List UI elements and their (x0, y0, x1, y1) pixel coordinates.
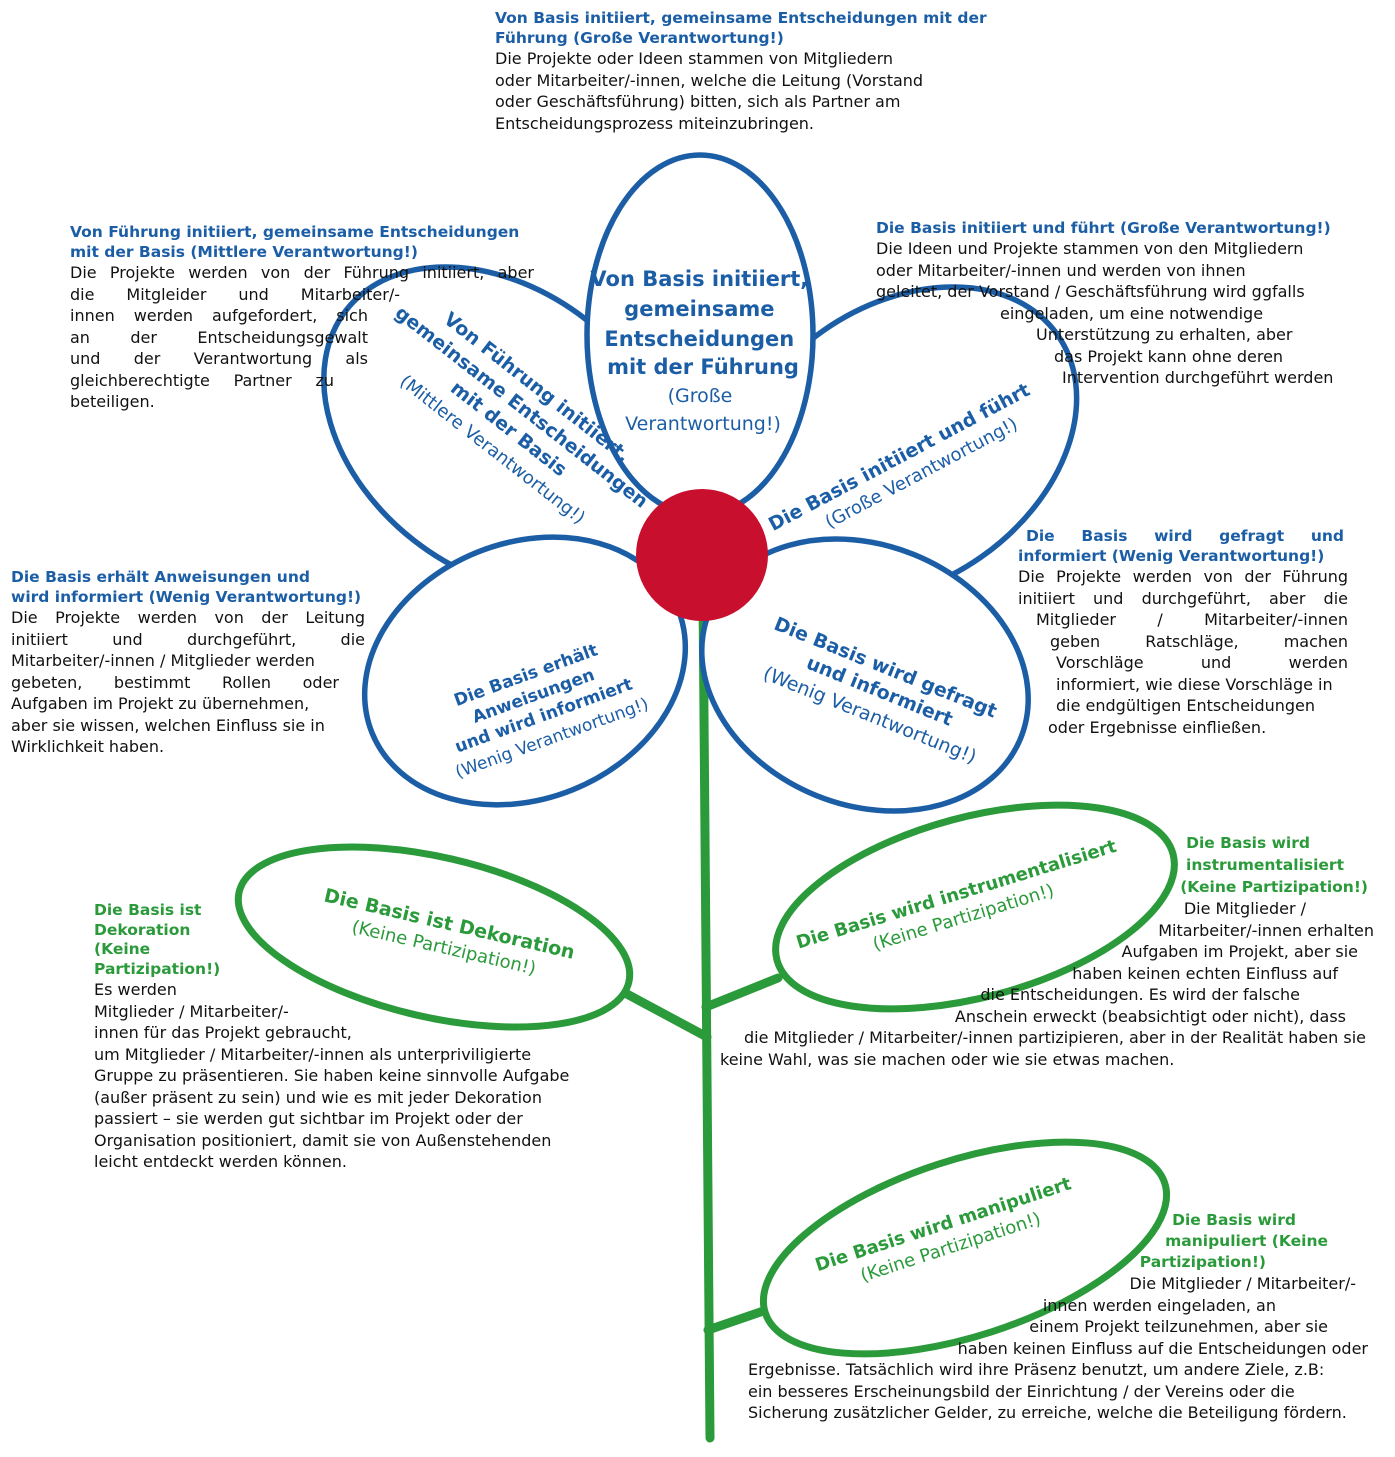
desc-top-heading: Von Basis initiiert, gemeinsame Entschei… (495, 9, 987, 47)
desc-manipuliert-heading: Die Basis wird manipuliert (Keine Partiz… (1139, 1211, 1328, 1271)
desc-dekoration: Die Basis ist Dekoration (Keine Partizip… (94, 901, 624, 1173)
main-stem (698, 590, 715, 1443)
desc-dekoration-body: Es werden Mitglieder / Mitarbeiter/- inn… (94, 980, 570, 1171)
desc-lower-left-body: Die Projekte werden von der Leitung init… (11, 608, 365, 756)
desc-manipuliert-body: Die Mitglieder / Mitarbeiter/- innen wer… (748, 1274, 1368, 1422)
petals (321, 152, 1080, 814)
leaves (234, 801, 1178, 1358)
desc-instrumentalisiert-body: Die Mitglieder / Mitarbeiter/-innen erha… (720, 899, 1374, 1069)
desc-lower-right: Die Basis wird gefragt und informiert (W… (1018, 526, 1348, 738)
desc-instrumentalisiert: Die Basis wird instrumentalisiert (Keine… (720, 832, 1380, 1070)
desc-instrumentalisiert-heading: Die Basis wird instrumentalisiert (Keine… (1180, 834, 1368, 896)
petal-top-label: Von Basis initiiert, gemeinsame Entschei… (590, 267, 815, 379)
desc-upper-right: Die Basis initiiert und führt (Große Ver… (876, 218, 1366, 389)
flower-center (636, 489, 768, 621)
branch-instrumentalisiert (701, 973, 783, 1012)
desc-upper-right-body: Die Ideen und Projekte stammen von den M… (876, 239, 1334, 387)
desc-lower-left: Die Basis erhält Anweisungen und wird in… (11, 567, 371, 758)
leaf-manipuliert (759, 1138, 1171, 1358)
desc-lower-left-heading: Die Basis erhält Anweisungen und wird in… (11, 568, 362, 606)
desc-upper-left-body: Die Projekte werden von der Führung init… (70, 263, 534, 411)
desc-manipuliert: Die Basis wird manipuliert (Keine Partiz… (748, 1210, 1388, 1424)
leaf-instrumentalisiert (772, 801, 1178, 1013)
petal-top-sub: (Große Verantwortung!) (625, 385, 781, 435)
desc-upper-right-heading: Die Basis initiiert und führt (Große Ver… (876, 219, 1331, 237)
desc-top: Von Basis initiiert, gemeinsame Entschei… (495, 8, 1055, 134)
desc-dekoration-heading: Die Basis ist Dekoration (Keine Partizip… (94, 901, 221, 978)
desc-upper-left-heading: Von Führung initiiert, gemeinsame Entsch… (70, 223, 520, 261)
desc-lower-right-body: Die Projekte werden von der Führung init… (1018, 567, 1348, 737)
leaf-dekoration (234, 843, 634, 1031)
desc-top-body: Die Projekte oder Ideen stammen von Mitg… (495, 49, 924, 133)
desc-lower-right-heading: Die Basis wird gefragt und informiert (W… (1018, 527, 1344, 565)
desc-upper-left: Von Führung initiiert, gemeinsame Entsch… (70, 222, 540, 413)
